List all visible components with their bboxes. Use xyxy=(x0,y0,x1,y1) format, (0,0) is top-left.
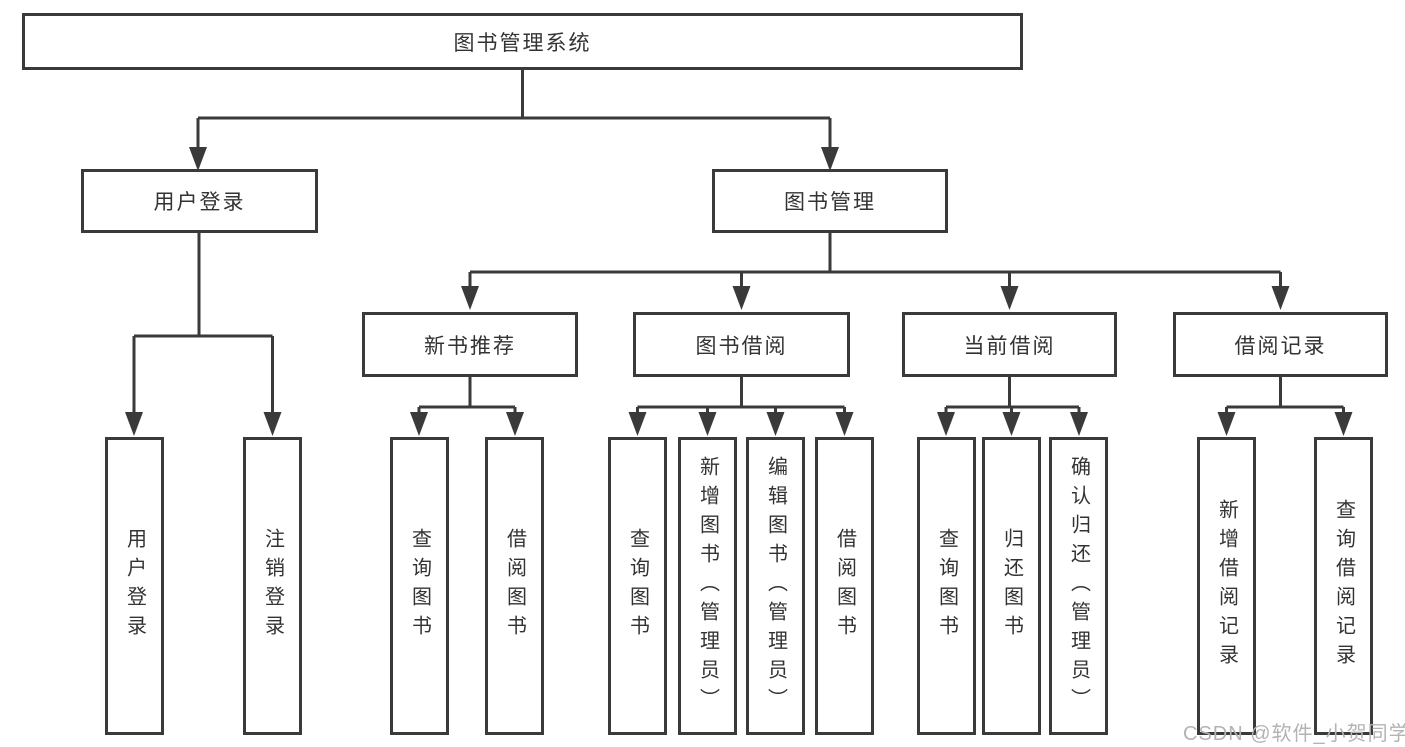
node-current-borrowing: 当前借阅 xyxy=(902,312,1117,377)
leaf-label: 归还图书 xyxy=(1000,528,1023,644)
leaf-label: 用户登录 xyxy=(123,528,146,644)
arrowhead-icon xyxy=(410,412,428,436)
leaf-add-borrow-record: 新增借阅记录 xyxy=(1197,437,1256,735)
leaf-label: 查询图书 xyxy=(408,528,431,644)
node-label: 借阅记录 xyxy=(1234,334,1327,358)
arrowhead-icon xyxy=(1217,412,1236,436)
leaf-add-books-admin: 新增图书（管理员） xyxy=(678,437,737,735)
arrowhead-icon xyxy=(732,286,751,310)
node-book-borrowing: 图书借阅 xyxy=(633,312,850,377)
leaf-borrow-books-borrowing: 借阅图书 xyxy=(815,437,874,735)
arrowhead-icon xyxy=(506,412,524,436)
edge-book-mgmt-to-level2 xyxy=(468,231,1282,289)
leaf-return-books: 归还图书 xyxy=(982,437,1041,735)
leaf-label: 编辑图书（管理员） xyxy=(764,455,787,717)
node-label: 新书推荐 xyxy=(424,334,516,358)
leaf-edit-books-admin: 编辑图书（管理员） xyxy=(746,437,805,735)
leaf-label: 借阅图书 xyxy=(833,528,856,644)
edge-root-to-level1 xyxy=(196,68,832,150)
node-label: 当前借阅 xyxy=(963,334,1056,358)
edge-new-book-to-leaves xyxy=(417,375,517,415)
leaf-label: 新增图书（管理员） xyxy=(696,455,719,717)
leaf-label: 确认归还（管理员） xyxy=(1067,455,1090,717)
edge-current-borrow-to-leaves xyxy=(944,375,1081,415)
leaf-query-books-recommend: 查询图书 xyxy=(390,437,449,735)
node-root: 图书管理系统 xyxy=(22,13,1023,70)
leaf-label: 查询图书 xyxy=(935,528,958,644)
leaf-label: 新增借阅记录 xyxy=(1215,499,1238,673)
leaf-query-borrow-record: 查询借阅记录 xyxy=(1314,437,1373,735)
edge-user-login-to-leaves xyxy=(132,231,274,415)
leaf-query-books-current: 查询图书 xyxy=(917,437,976,735)
csdn-watermark: CSDN @软件_小贺同学 xyxy=(1183,723,1405,745)
leaf-confirm-return-admin: 确认归还（管理员） xyxy=(1049,437,1108,735)
arrowhead-icon xyxy=(766,412,785,436)
arrowhead-icon xyxy=(263,412,282,436)
arrowhead-icon xyxy=(1334,412,1353,436)
node-borrowing-records: 借阅记录 xyxy=(1173,312,1388,377)
arrowhead-icon xyxy=(125,412,143,436)
node-label: 图书管理 xyxy=(784,191,876,214)
arrowhead-icon xyxy=(1271,286,1290,310)
leaf-query-books-borrowing: 查询图书 xyxy=(608,437,667,735)
arrowhead-icon xyxy=(628,412,647,436)
leaf-label: 注销登录 xyxy=(261,528,284,644)
node-label: 图书借阅 xyxy=(695,334,788,358)
leaf-label: 借阅图书 xyxy=(503,528,526,644)
edge-book-borrow-to-leaves xyxy=(636,375,846,415)
node-new-book-recommend: 新书推荐 xyxy=(362,312,578,377)
node-user-login-branch: 用户登录 xyxy=(81,169,318,233)
node-book-management: 图书管理 xyxy=(712,169,948,233)
leaf-borrow-books-recommend: 借阅图书 xyxy=(485,437,544,735)
arrowhead-icon xyxy=(1070,412,1088,436)
leaf-label: 查询图书 xyxy=(626,528,649,644)
arrowhead-icon xyxy=(1000,286,1019,310)
arrowhead-icon xyxy=(189,147,207,171)
leaf-logout: 注销登录 xyxy=(243,437,302,735)
node-label: 用户登录 xyxy=(153,191,246,214)
leaf-label: 查询借阅记录 xyxy=(1332,499,1355,673)
leaf-user-login: 用户登录 xyxy=(105,437,164,735)
arrowhead-icon xyxy=(821,147,839,171)
edge-borrow-records-to-leaves xyxy=(1225,375,1345,415)
arrowhead-icon xyxy=(835,412,854,436)
node-label: 图书管理系统 xyxy=(453,31,592,55)
arrowhead-icon xyxy=(937,412,955,436)
arrowhead-icon xyxy=(698,412,717,436)
arrowhead-icon xyxy=(1002,412,1021,436)
arrowhead-icon xyxy=(461,286,479,310)
